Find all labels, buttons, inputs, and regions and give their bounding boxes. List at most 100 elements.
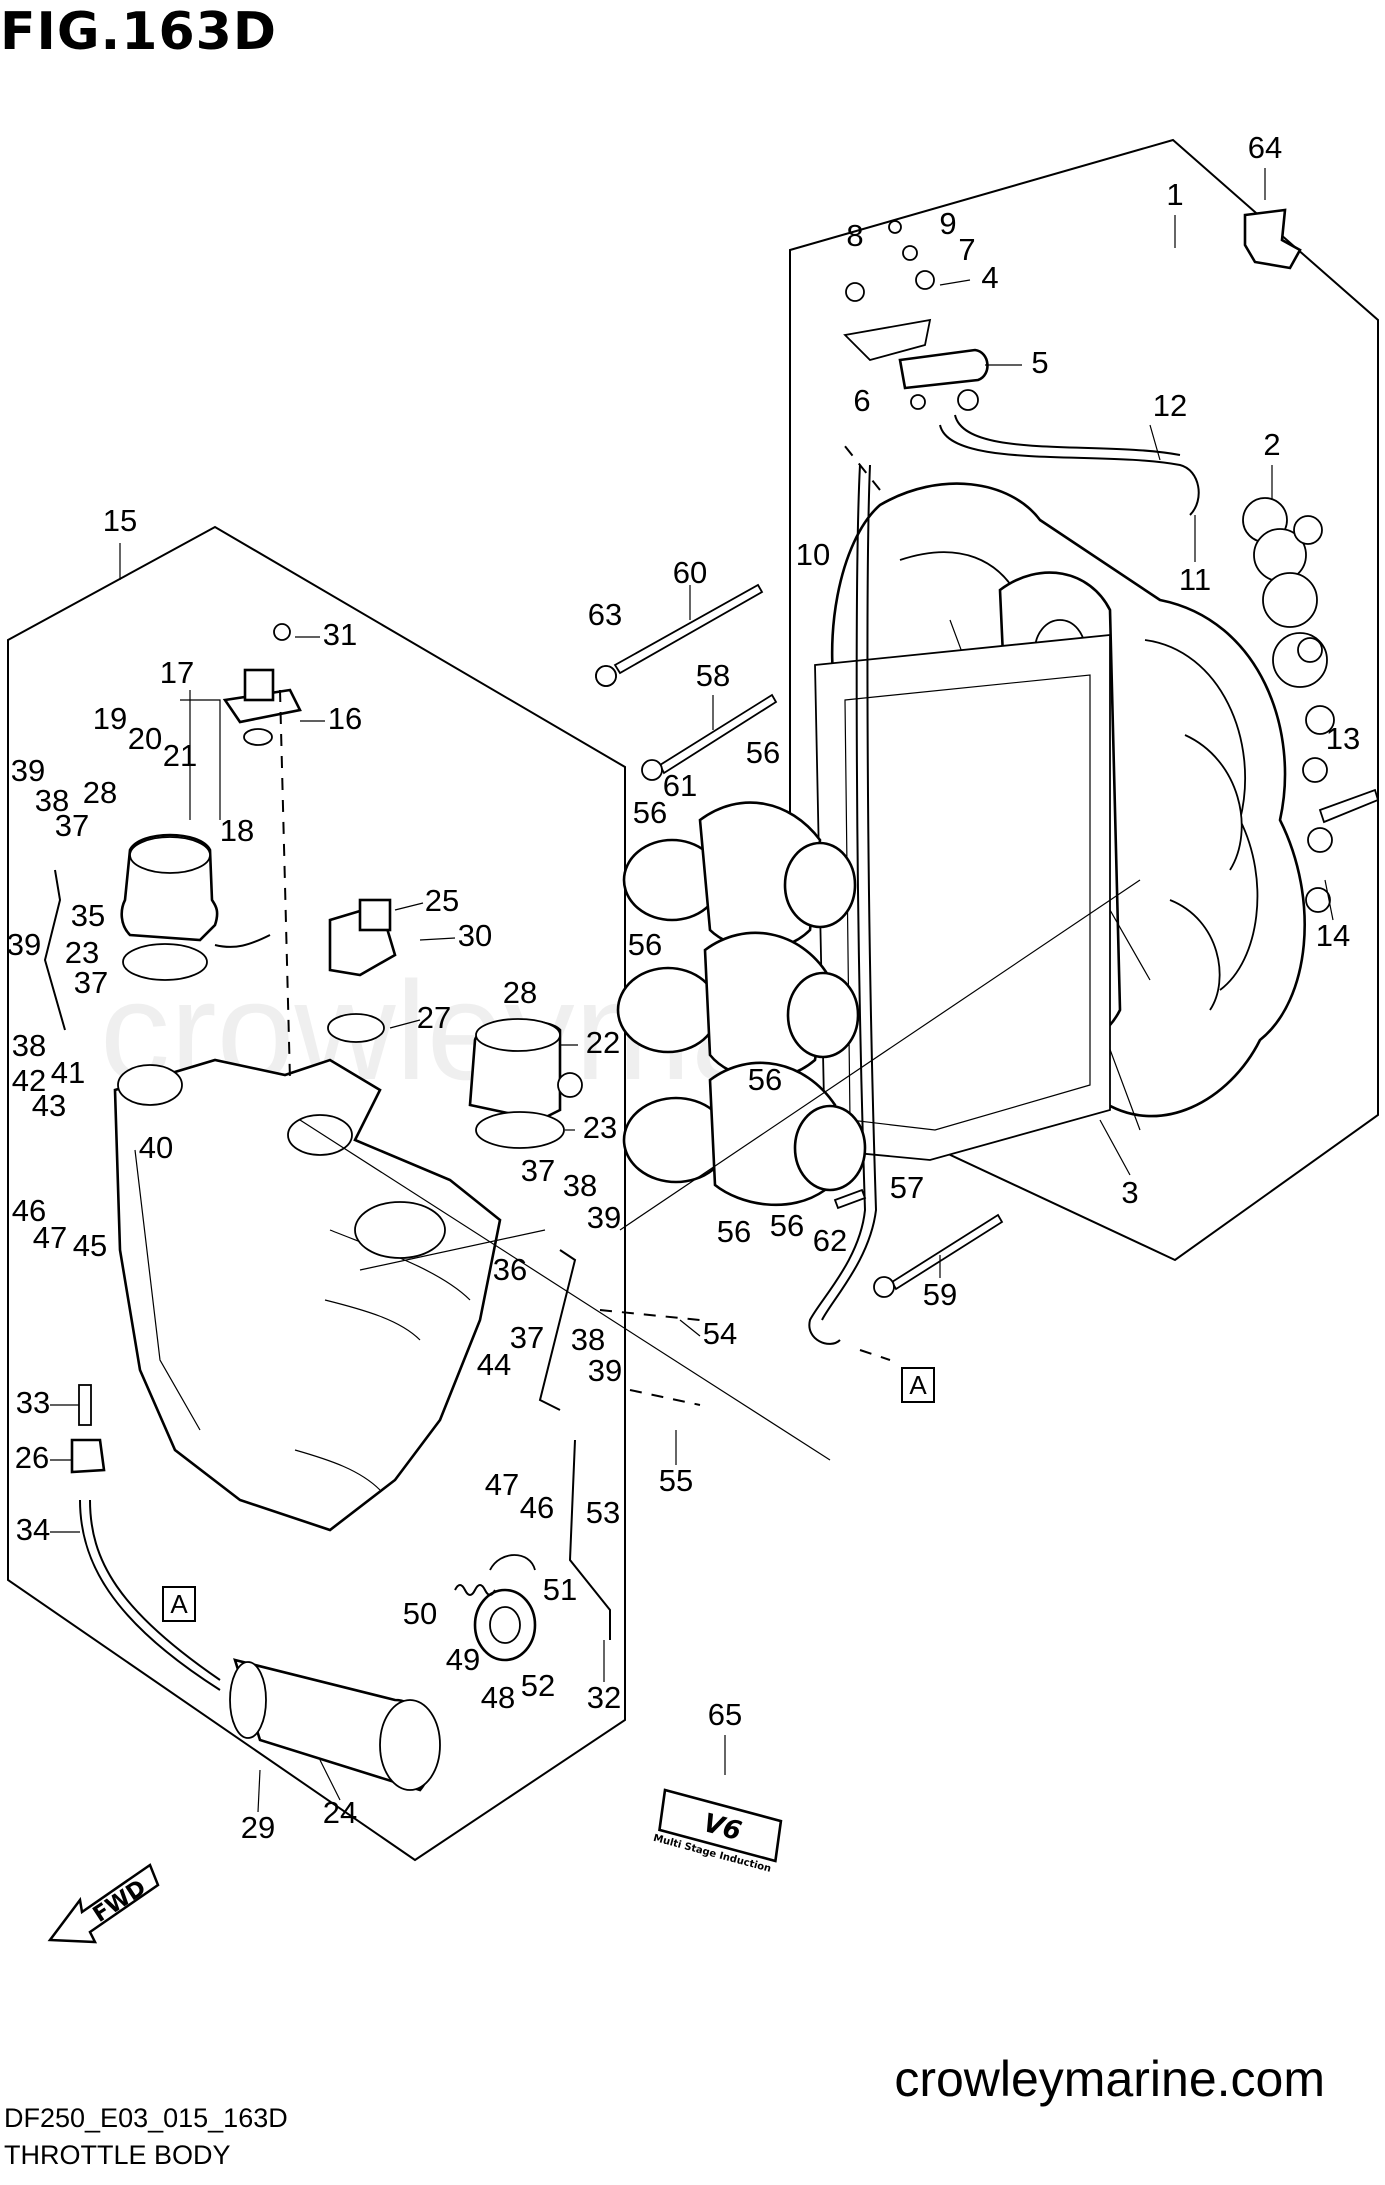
callout-38c: 38 bbox=[563, 1168, 597, 1203]
callout-22: 22 bbox=[586, 1025, 620, 1060]
callout-43: 43 bbox=[32, 1088, 66, 1123]
callout-19: 19 bbox=[93, 701, 127, 736]
callout-42: 42 bbox=[12, 1063, 46, 1098]
link-rod-36 bbox=[538, 1249, 577, 1411]
callout-6: 6 bbox=[853, 383, 870, 418]
callout-26: 26 bbox=[15, 1440, 49, 1475]
throttle-body-housing bbox=[113, 1058, 502, 1532]
callout-52: 52 bbox=[521, 1668, 555, 1703]
callout-3: 3 bbox=[1121, 1175, 1138, 1210]
callout-2: 2 bbox=[1263, 427, 1280, 462]
callout-18: 18 bbox=[220, 813, 254, 848]
manifold-gasket bbox=[814, 634, 1111, 1161]
throttle-assembly-outline bbox=[7, 525, 626, 1862]
callout-13: 13 bbox=[1326, 721, 1360, 756]
nut-63 bbox=[595, 665, 617, 687]
callout-64: 64 bbox=[1248, 130, 1282, 165]
callout-30: 30 bbox=[458, 918, 492, 953]
callout-34: 34 bbox=[16, 1512, 50, 1547]
leader-lines bbox=[50, 168, 1334, 1813]
callout-24: 24 bbox=[323, 1795, 357, 1830]
sensor-bracket-assembly bbox=[843, 220, 1200, 516]
o-ring-set bbox=[1242, 497, 1335, 913]
callout-14: 14 bbox=[1316, 918, 1350, 953]
callout-33: 33 bbox=[16, 1385, 50, 1420]
callout-29: 29 bbox=[241, 1810, 275, 1845]
figure-title: FIG.163D bbox=[0, 2, 278, 62]
diagram-caption: THROTTLE BODY bbox=[4, 2140, 231, 2170]
hose-34 bbox=[79, 1499, 221, 1691]
throttle-valve-17 bbox=[120, 833, 271, 981]
callout-37b: 37 bbox=[74, 965, 108, 1000]
callout-44: 44 bbox=[477, 1347, 511, 1382]
callout-45: 45 bbox=[73, 1228, 107, 1263]
callout-54: 54 bbox=[703, 1316, 737, 1351]
callout-labels: 1 2 3 4 5 6 7 8 9 10 11 12 13 14 15 16 1… bbox=[7, 130, 1360, 1845]
reference-marker-a-left: A bbox=[162, 1586, 196, 1622]
callout-38b: 38 bbox=[12, 1028, 46, 1063]
bolt-13 bbox=[1318, 788, 1380, 824]
callout-48: 48 bbox=[481, 1680, 515, 1715]
callout-56d: 56 bbox=[748, 1062, 782, 1097]
bolt-62 bbox=[833, 1188, 867, 1210]
callout-55: 55 bbox=[659, 1463, 693, 1498]
callout-17: 17 bbox=[160, 655, 194, 690]
pin-33 bbox=[78, 1384, 92, 1426]
link-rod-35 bbox=[43, 869, 66, 1031]
throttle-drum-48 bbox=[473, 1554, 537, 1662]
callout-40: 40 bbox=[139, 1130, 173, 1165]
callout-36: 36 bbox=[493, 1252, 527, 1287]
fwd-arrow: FWD bbox=[47, 1863, 160, 1944]
callout-9: 9 bbox=[939, 206, 956, 241]
callout-61: 61 bbox=[663, 768, 697, 803]
callout-63: 63 bbox=[588, 597, 622, 632]
callout-37d: 37 bbox=[510, 1320, 544, 1355]
callout-39d: 39 bbox=[588, 1353, 622, 1388]
callout-32: 32 bbox=[587, 1680, 621, 1715]
callout-37c: 37 bbox=[521, 1153, 555, 1188]
callout-47a: 47 bbox=[33, 1220, 67, 1255]
callout-50: 50 bbox=[403, 1596, 437, 1631]
callout-27: 27 bbox=[417, 1000, 451, 1035]
callout-65: 65 bbox=[708, 1697, 742, 1732]
callout-35: 35 bbox=[71, 898, 105, 933]
callout-58: 58 bbox=[696, 658, 730, 693]
spring-49 bbox=[454, 1584, 496, 1596]
callout-28a: 28 bbox=[83, 775, 117, 810]
sensor-16 bbox=[222, 623, 302, 746]
callout-60: 60 bbox=[673, 555, 707, 590]
callout-5: 5 bbox=[1031, 345, 1048, 380]
callout-53: 53 bbox=[586, 1495, 620, 1530]
link-rod-32 bbox=[568, 1439, 611, 1640]
fwd-label: FWD bbox=[89, 1875, 151, 1927]
website-label: crowleymarine.com bbox=[894, 2051, 1325, 2107]
callout-21: 21 bbox=[163, 738, 197, 773]
callout-15: 15 bbox=[103, 503, 137, 538]
callout-51: 51 bbox=[543, 1572, 577, 1607]
callout-47b: 47 bbox=[485, 1467, 519, 1502]
clamp-64 bbox=[1243, 208, 1302, 270]
callout-57: 57 bbox=[890, 1170, 924, 1205]
callout-28b: 28 bbox=[503, 975, 537, 1010]
callout-49: 49 bbox=[446, 1642, 480, 1677]
callout-46a: 46 bbox=[12, 1193, 46, 1228]
pipe-24 bbox=[229, 1658, 441, 1792]
reference-marker-a-right: A bbox=[901, 1367, 935, 1403]
drawing-code: DF250_E03_015_163D bbox=[4, 2103, 288, 2133]
callout-62: 62 bbox=[813, 1223, 847, 1258]
callout-12: 12 bbox=[1153, 388, 1187, 423]
callout-56b: 56 bbox=[633, 795, 667, 830]
callout-39b: 39 bbox=[7, 927, 41, 962]
callout-31: 31 bbox=[323, 617, 357, 652]
callout-39c: 39 bbox=[587, 1200, 621, 1235]
callout-11: 11 bbox=[1179, 562, 1211, 597]
callout-38a: 38 bbox=[35, 783, 69, 818]
callout-56a: 56 bbox=[746, 735, 780, 770]
callout-41: 41 bbox=[51, 1055, 85, 1090]
callout-1: 1 bbox=[1166, 177, 1183, 212]
callout-46b: 46 bbox=[520, 1490, 554, 1525]
callout-38d: 38 bbox=[571, 1322, 605, 1357]
v6-emblem: V6 Multi Stage Induction bbox=[652, 1788, 783, 1875]
callout-59: 59 bbox=[923, 1277, 957, 1312]
